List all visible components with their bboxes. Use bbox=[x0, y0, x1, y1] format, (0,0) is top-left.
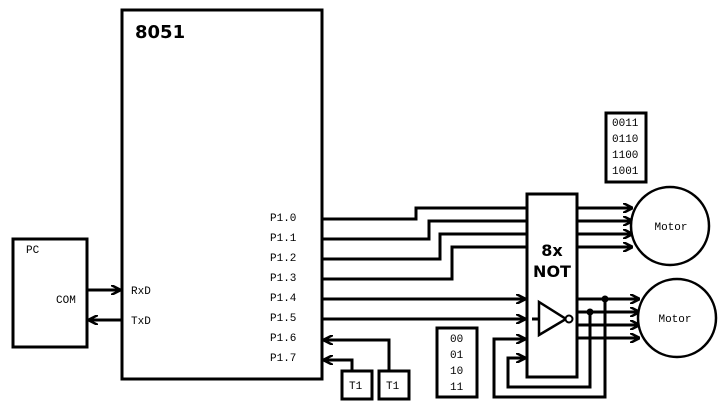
pc-com-port-label: COM bbox=[56, 295, 76, 307]
feedback-wire-2 bbox=[506, 312, 592, 389]
pin-p1-5-label: P1.5 bbox=[270, 313, 296, 325]
wire-p1-3 bbox=[322, 245, 527, 281]
sequence-2bit-item: 11 bbox=[450, 382, 464, 394]
sequence-4bit-item: 0011 bbox=[612, 118, 639, 130]
wire-p1-0 bbox=[322, 206, 527, 221]
timer-t1-box-2 bbox=[377, 369, 411, 401]
pin-txd-label: TxD bbox=[131, 316, 151, 328]
wire-p1-2 bbox=[322, 232, 527, 261]
pin-p1-3-label: P1.3 bbox=[270, 273, 296, 285]
sequence-4bit-item: 0110 bbox=[612, 134, 638, 146]
mcu-title: 8051 bbox=[135, 22, 185, 43]
pin-p1-6-label: P1.6 bbox=[270, 333, 296, 345]
motor-2-label: Motor bbox=[658, 314, 691, 326]
motor-2 bbox=[636, 277, 718, 359]
junction-dot bbox=[601, 295, 609, 303]
pin-rxd-label: RxD bbox=[131, 286, 151, 298]
inverter-label-line1: 8x bbox=[541, 241, 563, 260]
sequence-2bit-item: 10 bbox=[450, 366, 463, 378]
pin-p1-4-label: P1.4 bbox=[270, 293, 297, 305]
not-gate-symbol bbox=[532, 299, 574, 338]
pin-p1-0-label: P1.0 bbox=[270, 213, 296, 225]
pc-block bbox=[11, 237, 89, 349]
sequence-4bit-item: 1001 bbox=[612, 166, 639, 178]
junction-dot bbox=[586, 308, 594, 316]
sequence-2bit-item: 00 bbox=[450, 334, 463, 346]
timer-t1-label-2: T1 bbox=[386, 381, 400, 393]
mcu-8051-block bbox=[120, 8, 324, 381]
inverter-label-line2: NOT bbox=[533, 262, 571, 281]
feedback-wire-1 bbox=[492, 299, 607, 399]
sequence-2bit-box bbox=[435, 326, 479, 399]
wire-t1-to-p1-6 bbox=[324, 340, 391, 370]
wire-t1-to-p1-7 bbox=[324, 360, 354, 370]
pc-title: PC bbox=[26, 245, 40, 257]
pin-p1-7-label: P1.7 bbox=[270, 353, 296, 365]
wire-p1-1 bbox=[322, 219, 527, 241]
inverter-8x-not-block bbox=[525, 192, 579, 379]
port1-labels: P1.0 P1.1 P1.2 P1.3 P1.4 P1.5 P1.6 P1.7 bbox=[270, 213, 297, 365]
sequence-4bit-box bbox=[604, 111, 648, 184]
pin-p1-2-label: P1.2 bbox=[270, 253, 296, 265]
pin-p1-1-label: P1.1 bbox=[270, 233, 297, 245]
motor-1-label: Motor bbox=[654, 222, 687, 234]
sequence-4bit-item: 1100 bbox=[612, 150, 638, 162]
timer-t1-label-1: T1 bbox=[349, 381, 363, 393]
sequence-2bit-item: 01 bbox=[450, 350, 464, 362]
timer-t1-box-1 bbox=[340, 369, 374, 401]
motor-1 bbox=[629, 185, 711, 267]
